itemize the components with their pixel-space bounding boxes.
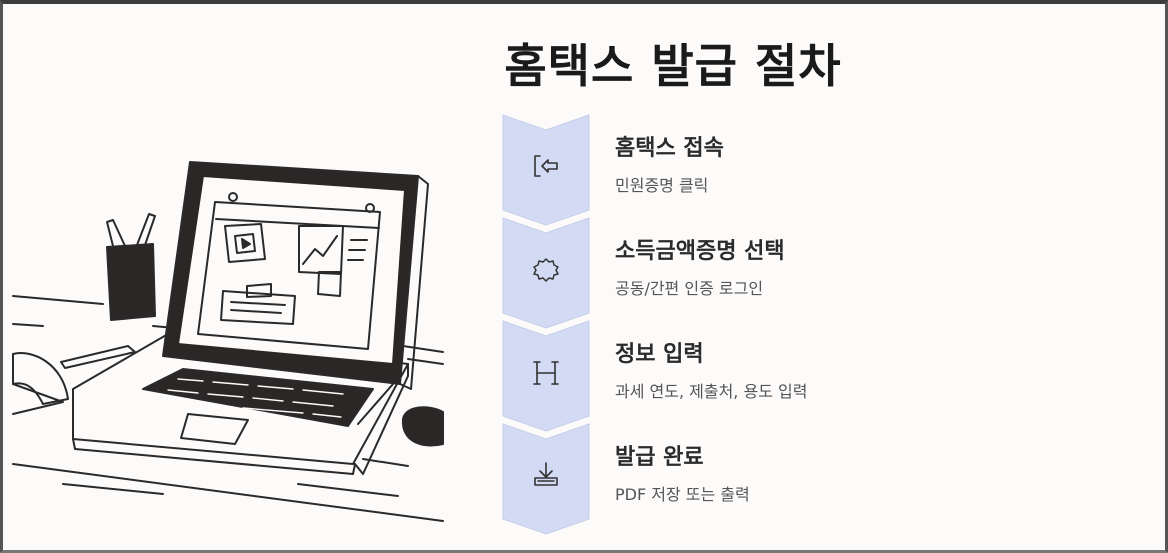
step-4: 발급 완료 PDF 저장 또는 출력 (502, 423, 922, 535)
step-title: 정보 입력 (615, 342, 704, 367)
step-chevron (502, 217, 590, 329)
step-3: 정보 입력 과세 연도, 제출처, 용도 입력 (502, 320, 922, 432)
login-icon (534, 155, 558, 177)
download-icon (534, 462, 558, 486)
step-title: 홈택스 접속 (615, 136, 724, 161)
laptop-illustration (12, 161, 444, 522)
step-2: 소득금액증명 선택 공동/간편 인증 로그인 (502, 217, 922, 329)
step-description: 공동/간편 인증 로그인 (615, 279, 764, 298)
step-title: 발급 완료 (615, 445, 704, 470)
step-1: 홈택스 접속 민원증명 클릭 (502, 114, 922, 226)
step-chevron (502, 423, 590, 535)
step-description: 민원증명 클릭 (615, 176, 709, 195)
heading-icon (533, 361, 559, 385)
step-description: 과세 연도, 제출처, 용도 입력 (615, 382, 808, 401)
step-description: PDF 저장 또는 출력 (615, 485, 750, 504)
seal-icon (533, 258, 559, 282)
step-title: 소득금액증명 선택 (615, 239, 785, 264)
page-title: 홈택스 발급 절차 (504, 39, 842, 93)
step-chevron (502, 320, 590, 432)
